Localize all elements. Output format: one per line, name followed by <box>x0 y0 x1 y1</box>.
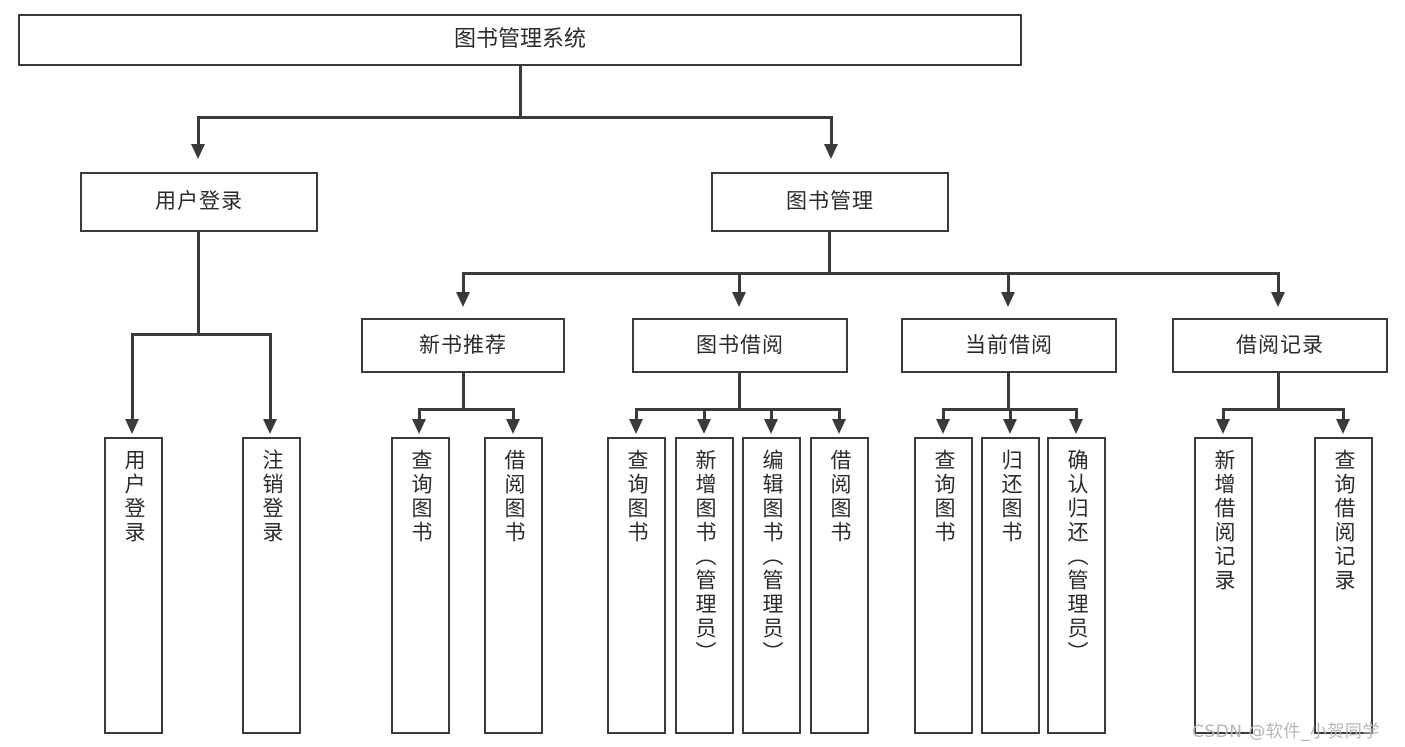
arrow-root-to-book-management <box>824 144 838 159</box>
node-label: 归还图书 <box>999 449 1023 545</box>
connector-current-borrow-stem <box>1007 373 1010 410</box>
connector-bb-to-leaf-1 <box>703 408 706 421</box>
arrow-bb-to-leaf-0 <box>629 419 643 434</box>
arrow-user-login-to-leaf-0 <box>125 419 139 434</box>
arrow-bb-to-leaf-1 <box>697 419 711 434</box>
arrow-bm-to-new-book <box>456 292 470 307</box>
leaf-confirm-return-admin[interactable]: 确认归还（管理员） <box>1047 437 1106 734</box>
arrow-br-to-leaf-1 <box>1336 419 1350 434</box>
connector-cb-to-leaf-1 <box>1009 408 1012 421</box>
node-label: 确认归还（管理员） <box>1065 449 1089 665</box>
node-label: 查询借阅记录 <box>1332 449 1356 593</box>
connector-new-book-to-leaf-0 <box>418 408 421 421</box>
arrow-cb-to-leaf-2 <box>1069 419 1083 434</box>
arrow-bm-to-borrow-record <box>1271 292 1285 307</box>
connector-borrow-record-stem <box>1277 373 1280 410</box>
arrow-bb-to-leaf-2 <box>764 419 778 434</box>
node-root-book-management-system[interactable]: 图书管理系统 <box>18 14 1022 66</box>
node-label: 查询图书 <box>409 449 433 545</box>
connector-book-borrow-bar <box>635 408 839 411</box>
connector-borrow-record-bar <box>1222 408 1344 411</box>
leaf-add-book-admin[interactable]: 新增图书（管理员） <box>675 437 734 734</box>
connector-new-book-bar <box>418 408 514 411</box>
connector-root-bar <box>197 116 833 119</box>
connector-bm-to-book-borrow <box>738 272 741 294</box>
leaf-query-book-borrow[interactable]: 查询图书 <box>607 437 666 734</box>
arrow-bm-to-book-borrow <box>732 292 746 307</box>
node-label: 用户登录 <box>155 189 243 214</box>
leaf-return-book[interactable]: 归还图书 <box>981 437 1040 734</box>
node-book-borrow[interactable]: 图书借阅 <box>632 318 848 373</box>
connector-bb-to-leaf-2 <box>770 408 773 421</box>
node-label: 图书管理 <box>786 189 874 214</box>
connector-new-book-to-leaf-1 <box>512 408 515 421</box>
connector-root-stem <box>519 66 522 118</box>
leaf-query-borrow-record[interactable]: 查询借阅记录 <box>1314 437 1373 734</box>
connector-br-to-leaf-0 <box>1222 408 1225 421</box>
leaf-borrow-book-recommend[interactable]: 借阅图书 <box>484 437 543 734</box>
connector-root-to-user-login <box>197 116 200 146</box>
connector-root-to-book-management <box>830 116 833 146</box>
arrow-cb-to-leaf-0 <box>936 419 950 434</box>
connector-br-to-leaf-1 <box>1342 408 1345 421</box>
connector-cb-to-leaf-2 <box>1075 408 1078 421</box>
arrow-new-book-to-leaf-1 <box>506 419 520 434</box>
node-book-management[interactable]: 图书管理 <box>711 172 949 232</box>
connector-user-login-to-leaf-0 <box>131 333 134 421</box>
node-borrow-record[interactable]: 借阅记录 <box>1172 318 1388 373</box>
node-label: 当前借阅 <box>965 332 1053 357</box>
node-label: 注销登录 <box>260 449 284 545</box>
node-label: 新书推荐 <box>419 332 507 357</box>
connector-bm-to-new-book <box>462 272 465 294</box>
arrow-bb-to-leaf-3 <box>832 419 846 434</box>
node-label: 查询图书 <box>932 449 956 545</box>
node-user-login[interactable]: 用户登录 <box>80 172 318 232</box>
node-label: 用户登录 <box>122 449 146 545</box>
connector-bm-to-current-borrow <box>1007 272 1010 294</box>
arrow-cb-to-leaf-1 <box>1003 419 1017 434</box>
arrow-new-book-to-leaf-0 <box>412 419 426 434</box>
node-label: 查询图书 <box>625 449 649 545</box>
connector-cb-to-leaf-0 <box>942 408 945 421</box>
node-label: 图书借阅 <box>696 332 784 357</box>
connector-user-login-to-leaf-1 <box>269 333 272 421</box>
leaf-query-book-recommend[interactable]: 查询图书 <box>391 437 450 734</box>
connector-bb-to-leaf-3 <box>838 408 841 421</box>
leaf-logout[interactable]: 注销登录 <box>242 437 301 734</box>
connector-user-login-stem <box>197 232 200 335</box>
leaf-add-borrow-record[interactable]: 新增借阅记录 <box>1194 437 1253 734</box>
arrow-user-login-to-leaf-1 <box>263 419 277 434</box>
leaf-query-book-current[interactable]: 查询图书 <box>914 437 973 734</box>
leaf-user-login[interactable]: 用户登录 <box>104 437 163 734</box>
connector-bm-to-borrow-record <box>1277 272 1280 294</box>
node-label: 图书管理系统 <box>453 26 586 52</box>
arrow-br-to-leaf-0 <box>1216 419 1230 434</box>
arrow-root-to-user-login <box>191 144 205 159</box>
leaf-borrow-book[interactable]: 借阅图书 <box>810 437 869 734</box>
node-label: 借阅图书 <box>828 449 852 545</box>
arrow-bm-to-current-borrow <box>1001 292 1015 307</box>
connector-book-management-bar <box>462 272 1280 275</box>
node-new-book-recommend[interactable]: 新书推荐 <box>361 318 565 373</box>
connector-new-book-stem <box>462 373 465 410</box>
node-label: 编辑图书（管理员） <box>760 449 784 665</box>
connector-bb-to-leaf-0 <box>635 408 638 421</box>
leaf-edit-book-admin[interactable]: 编辑图书（管理员） <box>742 437 801 734</box>
node-label: 新增借阅记录 <box>1212 449 1236 593</box>
connector-book-management-stem <box>828 232 831 274</box>
node-label: 借阅图书 <box>502 449 526 545</box>
connector-user-login-bar <box>131 333 269 336</box>
node-label: 新增图书（管理员） <box>693 449 717 665</box>
node-current-borrow[interactable]: 当前借阅 <box>901 318 1117 373</box>
node-label: 借阅记录 <box>1236 332 1324 357</box>
connector-book-borrow-stem <box>738 373 741 410</box>
